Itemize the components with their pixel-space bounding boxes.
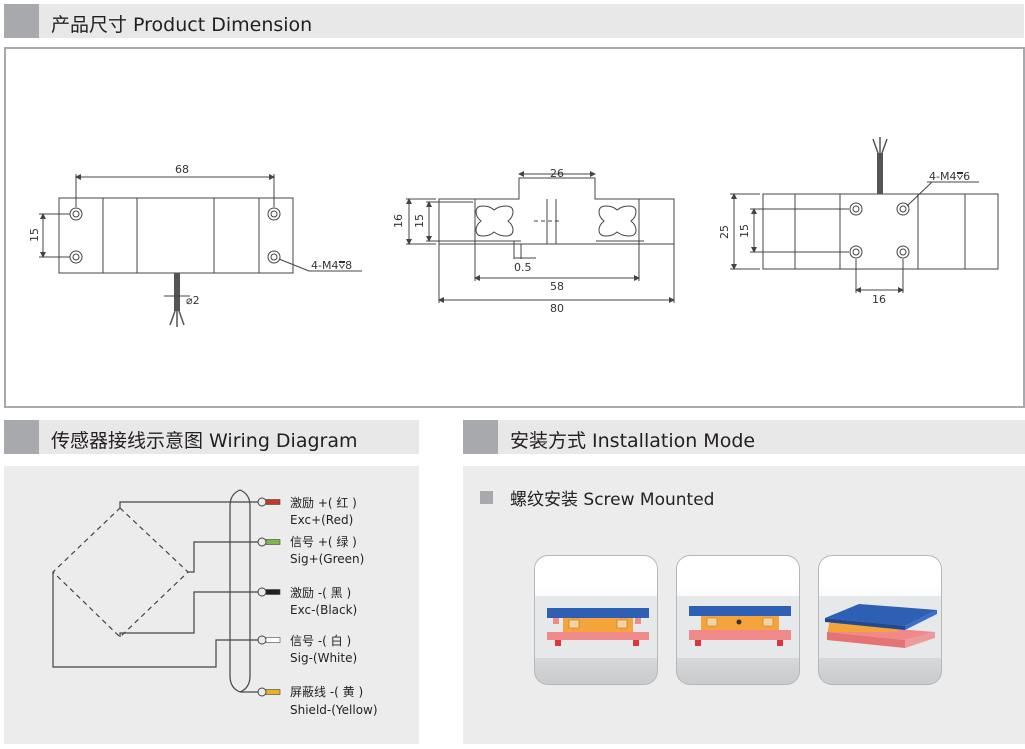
dim-bottom-spacing: 16 xyxy=(872,293,886,306)
wire-label-en: Exc+(Red) xyxy=(290,513,353,527)
dimension-frame: 68 15 4-M4⩢8 ⌀2 26 16 1 xyxy=(4,47,1025,408)
mode-bullet xyxy=(480,491,493,504)
dim-side-total: 80 xyxy=(550,302,564,315)
dim-bottom-hole-label: 4-M4⩢6 xyxy=(929,170,970,183)
dim-top-height: 15 xyxy=(28,228,41,242)
dim-side-gap: 0.5 xyxy=(514,261,532,274)
wire-label-en: Exc-(Black) xyxy=(290,603,357,617)
wire-label-en: Shield-(Yellow) xyxy=(290,703,378,717)
wire-label-cn: 信号 +( 绿 ) xyxy=(290,534,357,549)
dim-top-hole-label: 4-M4⩢8 xyxy=(311,259,352,272)
bottom-view-cable xyxy=(872,137,888,194)
wire-exc-minus: 激励 -( 黑 ) Exc-(Black) xyxy=(257,586,357,617)
section-header-wiring: 传感器接线示意图 Wiring Diagram xyxy=(4,420,419,454)
header-marker xyxy=(4,4,39,38)
install-illustration xyxy=(535,596,657,658)
wire-sig-plus: 信号 +( 绿 ) Sig+(Green) xyxy=(257,534,364,566)
wire-list: 激励 +( 红 ) Exc+(Red) 信号 +( 绿 ) Sig+(Green… xyxy=(257,495,378,717)
dim-side-inner: 58 xyxy=(550,280,564,293)
dim-cable-diameter: ⌀2 xyxy=(186,294,200,307)
install-illustration xyxy=(819,596,941,658)
section-title: 产品尺寸 Product Dimension xyxy=(51,14,313,36)
header-marker xyxy=(463,420,498,454)
dim-side-h1: 16 xyxy=(392,214,405,228)
wire-exc-plus: 激励 +( 红 ) Exc+(Red) xyxy=(257,495,357,527)
side-view-drawing xyxy=(406,171,675,303)
wire-label-cn: 激励 -( 黑 ) xyxy=(290,586,351,600)
wire-shield: 屏蔽线 -( 黄 ) Shield-(Yellow) xyxy=(257,685,378,717)
wire-sig-minus: 信号 -( 白 ) Sig-(White) xyxy=(257,633,357,665)
wire-label-cn: 激励 +( 红 ) xyxy=(290,495,357,510)
section-title: 安装方式 Installation Mode xyxy=(510,430,756,452)
wire-label-cn: 屏蔽线 -( 黄 ) xyxy=(290,685,363,699)
dim-side-h2: 15 xyxy=(413,214,426,228)
wiring-diagram: 激励 +( 红 ) Exc+(Red) 信号 +( 绿 ) Sig+(Green… xyxy=(52,489,378,717)
install-image-front xyxy=(676,555,800,685)
section-header-installation: 安装方式 Installation Mode xyxy=(463,420,1025,454)
top-view-cable xyxy=(164,273,190,327)
header-marker xyxy=(4,420,39,454)
dim-bottom-h2: 15 xyxy=(738,224,751,238)
install-image-perspective xyxy=(818,555,942,685)
install-image-side xyxy=(534,555,658,685)
dim-bottom-h1: 25 xyxy=(718,225,731,239)
dim-side-top: 26 xyxy=(550,167,564,180)
installation-panel: 螺纹安装 Screw Mounted xyxy=(463,466,1025,744)
section-header-dimension: 产品尺寸 Product Dimension xyxy=(4,4,1024,38)
install-illustration xyxy=(677,596,799,658)
section-title: 传感器接线示意图 Wiring Diagram xyxy=(51,430,358,452)
dim-top-width: 68 xyxy=(175,163,189,176)
wire-label-cn: 信号 -( 白 ) xyxy=(290,633,351,648)
wire-label-en: Sig+(Green) xyxy=(290,552,364,566)
bottom-view-drawing xyxy=(730,181,999,293)
dimension-drawings: 68 15 4-M4⩢8 ⌀2 26 16 1 xyxy=(28,137,999,327)
mode-title: 螺纹安装 Screw Mounted xyxy=(510,490,715,510)
wiring-panel: 激励 +( 红 ) Exc+(Red) 信号 +( 绿 ) Sig+(Green… xyxy=(4,466,419,744)
wire-label-en: Sig-(White) xyxy=(290,651,357,665)
